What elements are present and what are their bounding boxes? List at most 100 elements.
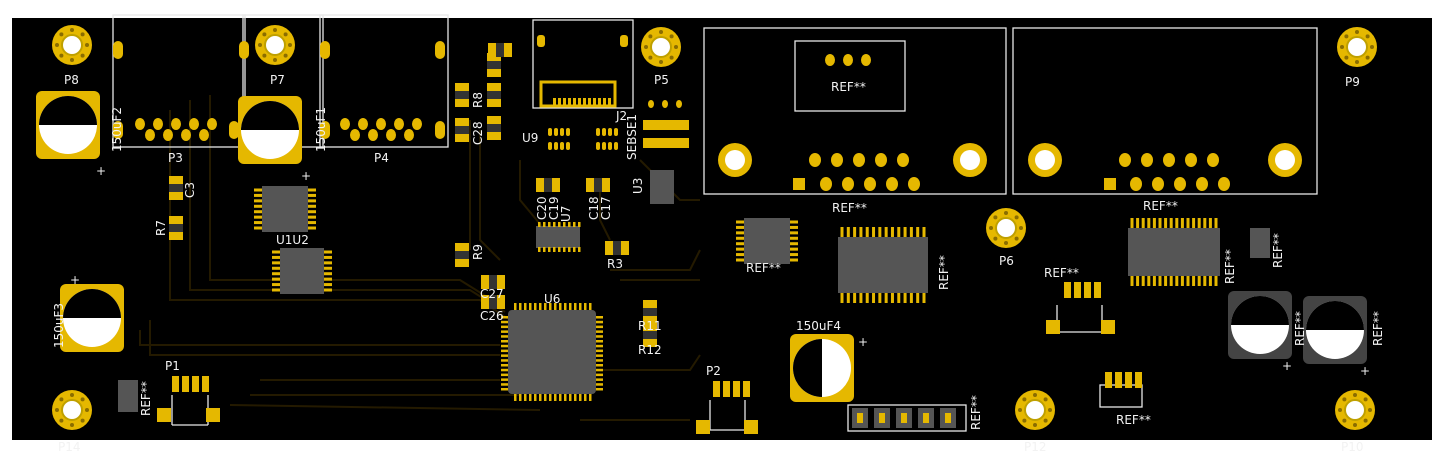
polarity-plus-5: + [1282,359,1292,373]
label-r12: R12 [638,343,662,357]
db9-pin [1130,177,1142,191]
silkscreen-labels: P8 P7 P5 P9 P6 P14 P12 P10 P3 P4 P1 P2 U… [52,73,1385,454]
ic-pin [272,250,280,254]
ic-pin [596,349,603,353]
ic-pin [254,215,262,219]
ic-pin [608,128,612,136]
resistor [169,192,183,200]
via [1022,397,1027,402]
anchor-pad [744,420,758,434]
ic-pin [596,368,603,372]
db9-pin [1196,177,1208,191]
ic-pin [1169,276,1173,286]
ic-pin [840,227,844,237]
header-p2 [733,381,740,397]
cap-marker [1306,301,1364,330]
usb-pin [553,98,556,106]
via [644,45,648,49]
ic-pin [579,303,582,310]
label-ref-ic2: REF** [937,255,951,290]
anchor-pad [1046,320,1060,334]
via [70,58,74,62]
ic-pin [596,383,603,386]
ic-small [118,380,138,412]
db9-pin [1119,153,1131,167]
via [669,55,674,60]
ic-u7 [536,226,580,248]
label-ref-db9b: REF** [832,201,867,215]
label-cap-f1: 150uF1 [314,107,328,152]
label-ref-small: REF** [1271,233,1285,268]
ic-pin [560,142,564,150]
mounting-hole-drill [995,217,1017,239]
ic-pin [559,394,562,401]
ic-pin [1214,218,1218,228]
via [1344,34,1349,39]
label-cap-f4: 150uF4 [796,319,841,333]
db9-mount-hole [1275,150,1295,170]
ic-pin [736,247,744,251]
via [258,43,262,47]
ic-pin [578,222,581,227]
via [262,32,267,37]
pad [676,100,682,108]
resistor [455,126,469,134]
resistor [487,124,501,132]
usb-pin [573,98,576,106]
ic-pin [878,227,882,237]
ic-pin [559,303,562,310]
ic-pin [544,303,547,310]
ic-pin [554,142,558,150]
ic-pin [554,394,557,401]
ic-pin [1203,218,1207,228]
via [59,397,64,402]
ic-pin [538,247,541,252]
label-ref-capb: REF** [1371,311,1385,346]
ic-pin [596,340,603,343]
label-c17: C17 [599,196,613,220]
resistor [536,178,544,192]
shield-pad [435,41,445,59]
via [80,418,85,423]
ic-u1 [262,186,308,232]
via [283,53,288,58]
ic-pin [602,142,606,150]
label-p5: P5 [654,73,669,87]
mounting-hole-drill [264,34,286,56]
resistor [613,241,621,255]
se-pad [643,138,689,148]
label-p4: P4 [374,151,389,165]
ic-pin [1186,218,1190,228]
pin [861,54,871,66]
header-pad [145,129,155,141]
ic-pin [596,344,603,348]
mounting-hole-drill [61,399,83,421]
ic-pin [589,394,592,401]
shield-pad [113,41,123,59]
pad [648,100,654,108]
resistor [169,176,183,184]
ic-pin [790,220,798,224]
label-ref-capa: REF** [1293,311,1307,346]
header-p1 [192,376,199,392]
ic-pin [853,227,857,237]
ic-pin [1130,218,1134,228]
resistor [455,83,469,91]
mounting-hole-drill [61,34,83,56]
anchor-pad [1101,320,1115,334]
ic-pin [736,220,744,224]
ic-pin [596,388,603,391]
ic-pin [1130,276,1134,286]
header-p2 [743,381,750,397]
shield-pad [229,121,239,139]
via [1043,418,1048,423]
via [1022,418,1027,423]
via [659,60,663,64]
ic-pin [501,388,508,391]
usb-pin [608,98,611,106]
ic-pin [1147,218,1151,228]
ic-pin [736,242,744,246]
ic-pin [558,222,561,227]
header-pad [135,118,145,130]
ic-pin [909,227,913,237]
